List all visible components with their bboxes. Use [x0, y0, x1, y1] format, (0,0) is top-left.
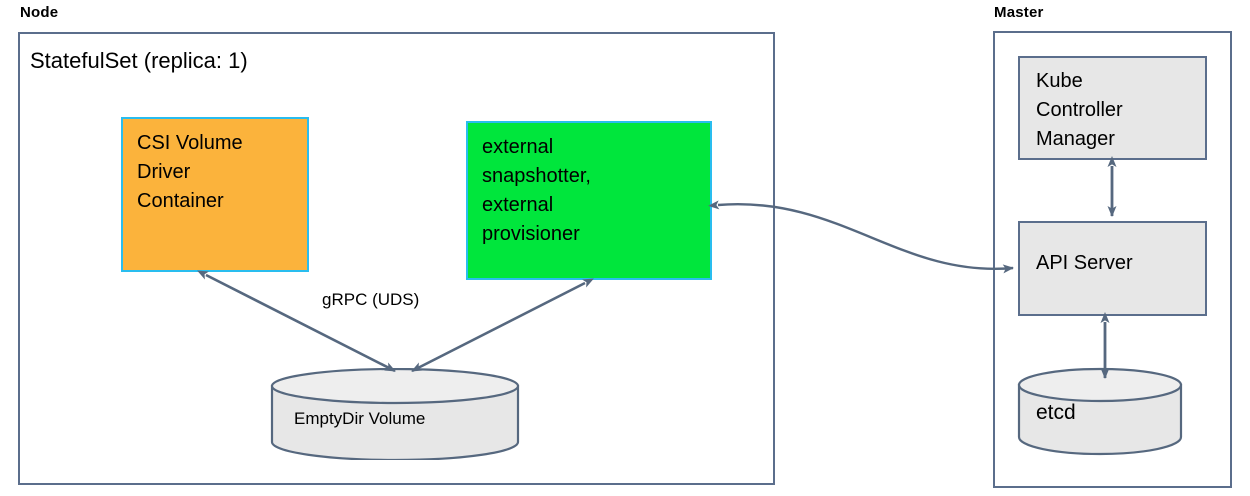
box-api-server[interactable]: API Server — [1018, 221, 1207, 316]
box-external-sidecars-label: external snapshotter, external provision… — [482, 136, 591, 245]
box-csi-volume-driver-container[interactable]: CSI Volume Driver Container — [121, 117, 309, 272]
statefulset-title: StatefulSet (replica: 1) — [30, 48, 248, 73]
box-external-sidecars[interactable]: external snapshotter, external provision… — [466, 121, 712, 280]
cylinder-emptydir-volume[interactable] — [270, 367, 520, 465]
node-zone-label: Node — [20, 4, 59, 21]
cylinder-emptydir-volume-label: EmptyDir Volume — [294, 409, 426, 428]
cylinder-etcd-label: etcd — [1036, 401, 1076, 424]
cylinder-etcd[interactable] — [1017, 367, 1183, 464]
edge-label-grpc-uds: gRPC (UDS) — [322, 290, 420, 309]
box-kube-controller-manager[interactable]: Kube Controller Manager — [1018, 56, 1207, 160]
master-zone-label: Master — [994, 4, 1044, 21]
box-csi-volume-driver-container-label: CSI Volume Driver Container — [137, 132, 243, 212]
box-api-server-label: API Server — [1036, 252, 1133, 274]
box-kube-controller-manager-label: Kube Controller Manager — [1036, 70, 1123, 150]
